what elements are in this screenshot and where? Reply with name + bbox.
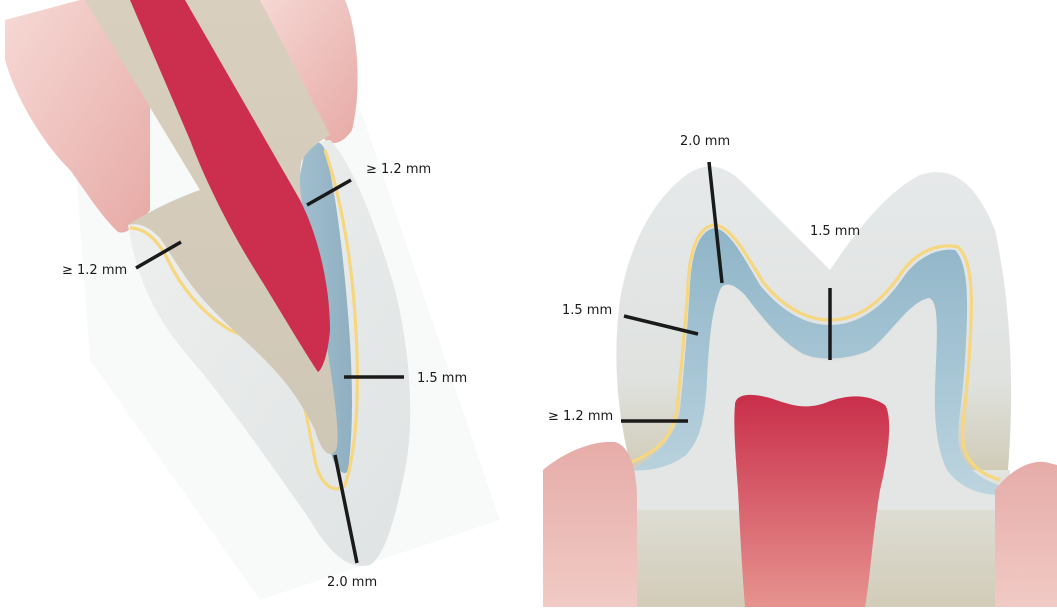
label-molar-axial-wall: 1.5 mm [562,303,612,319]
label-anterior-incisal: ≥ 1.2 mm [366,162,431,178]
label-molar-shoulder: ≥ 1.2 mm [548,409,613,425]
label-anterior-labial-shoulder: ≥ 1.2 mm [62,263,127,279]
anterior-tooth-figure [5,0,500,600]
label-molar-cusp-tip: 2.0 mm [680,134,730,150]
label-molar-central-fossa: 1.5 mm [810,224,860,240]
molar-figure [543,162,1057,607]
molar-gingiva-right [995,462,1057,607]
label-anterior-cervical: 2.0 mm [327,575,377,591]
label-anterior-labial-wall: 1.5 mm [417,371,467,387]
molar-gingiva-left [543,442,637,607]
molar-pulp [734,395,889,607]
